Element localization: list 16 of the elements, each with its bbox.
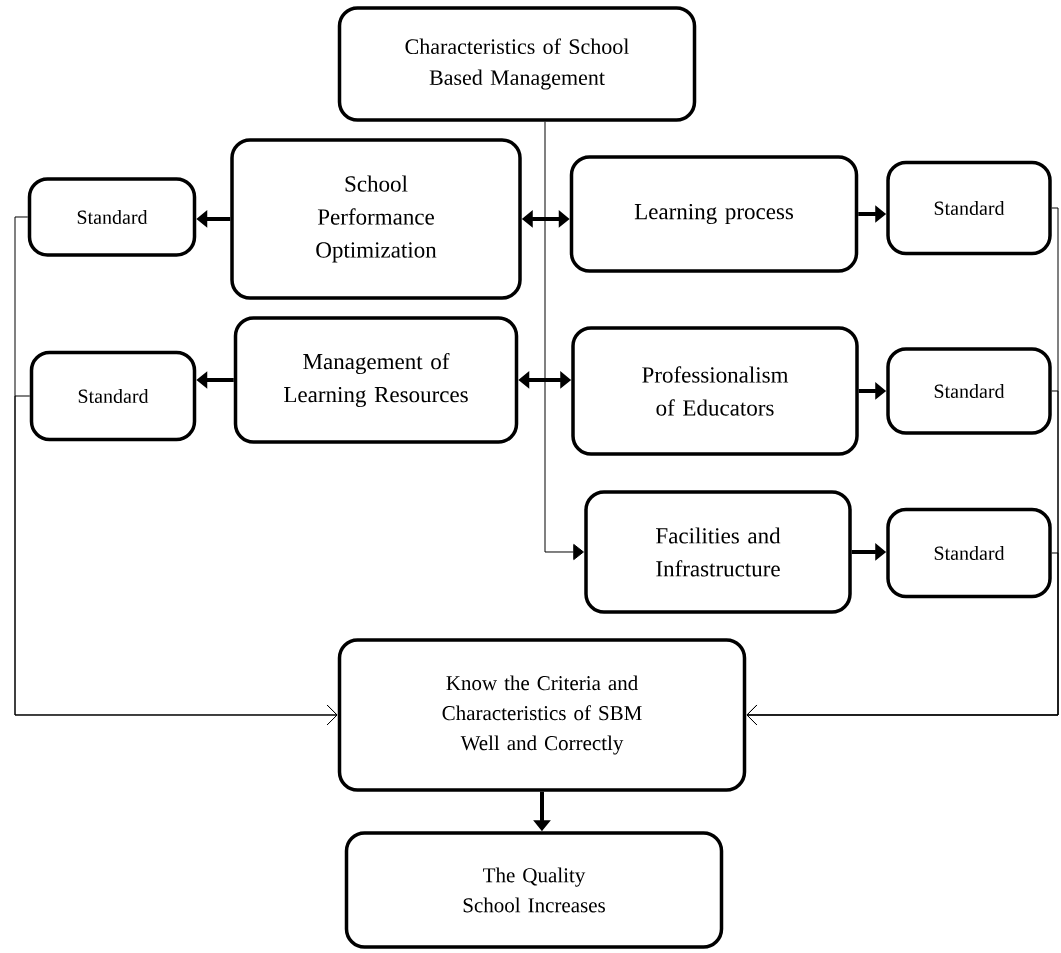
process-box: Standard (27, 177, 197, 257)
process-box: Know the Criteria and Characteristics of SBM Well and Correctly (337, 638, 747, 792)
process-box: Standard (29, 350, 197, 442)
process-box: Standard (886, 347, 1052, 435)
process-box: The Quality School Increases (344, 831, 724, 949)
process-box: Standard (886, 507, 1052, 599)
process-box: School Performance Optimization (230, 138, 522, 300)
process-box: Professionalism of Educators (571, 326, 859, 456)
process-box: Characteristics of School Based Management (337, 6, 697, 122)
process-box: Standard (886, 160, 1052, 256)
process-box: Management of Learning Resources (233, 316, 519, 444)
process-box: Facilities and Infrastructure (584, 490, 852, 614)
arrow (544, 121, 584, 561)
arrow (14, 395, 338, 726)
process-box: Learning process (569, 155, 859, 273)
arrow (746, 552, 1059, 726)
